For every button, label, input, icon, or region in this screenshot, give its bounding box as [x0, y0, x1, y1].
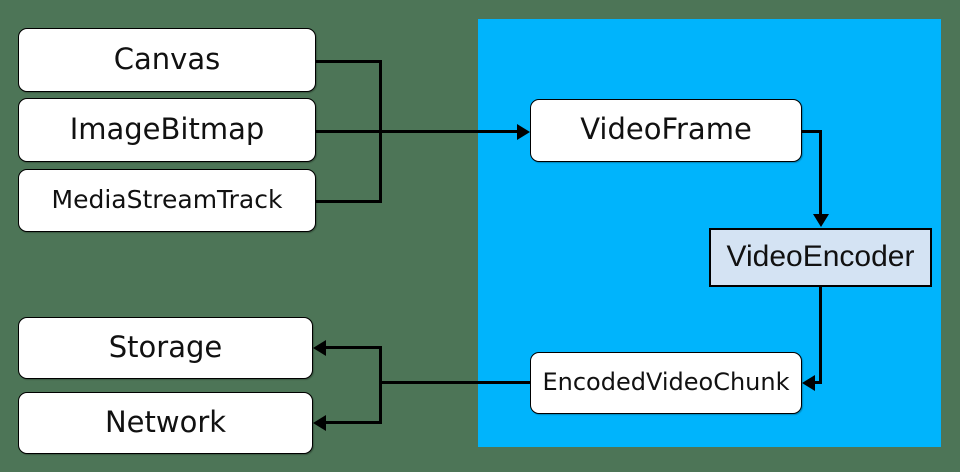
edge-videoframe-videoencoder-vline [819, 130, 822, 214]
edge-network-arrowhead [313, 414, 326, 431]
node-network-label: Network [104, 404, 227, 439]
node-mediastreamtrack: MediaStreamTrack [18, 169, 316, 232]
node-mediastreamtrack-label: MediaStreamTrack [51, 185, 283, 214]
node-videoframe-label: VideoFrame [580, 112, 752, 146]
node-network: Network [18, 392, 313, 454]
edge-storage-line [326, 346, 382, 349]
node-canvas-label: Canvas [113, 41, 221, 76]
node-storage-label: Storage [108, 329, 223, 364]
edge-videoencoder-chunk-vline [819, 287, 822, 384]
edge-videoframe-videoencoder-hline [802, 130, 822, 133]
edge-canvas-line [316, 60, 382, 63]
node-imagebitmap-label: ImageBitmap [69, 111, 265, 146]
edge-videoframe-videoencoder-arrowhead [812, 214, 829, 227]
edge-videoencoder-chunk-arrowhead [802, 374, 815, 391]
node-storage: Storage [18, 317, 313, 379]
node-videoencoder-label: VideoEncoder [726, 239, 915, 273]
node-encodedvideochunk: EncodedVideoChunk [530, 352, 802, 414]
edge-imagebitmap-videoframe-arrowhead [517, 123, 530, 140]
edge-storage-arrowhead [313, 339, 326, 356]
node-videoframe: VideoFrame [530, 99, 802, 162]
node-encodedvideochunk-label: EncodedVideoChunk [542, 368, 790, 396]
node-imagebitmap: ImageBitmap [18, 98, 316, 162]
node-videoencoder: VideoEncoder [709, 228, 932, 287]
edge-imagebitmap-videoframe-line [316, 130, 517, 133]
edge-chunk-out-line [379, 381, 530, 384]
edge-split-trunk-bottom [379, 346, 382, 424]
edge-mediastreamtrack-line [316, 200, 382, 203]
node-canvas: Canvas [18, 28, 316, 92]
edge-videoencoder-chunk-hline [815, 381, 822, 384]
edge-network-line [326, 421, 382, 424]
